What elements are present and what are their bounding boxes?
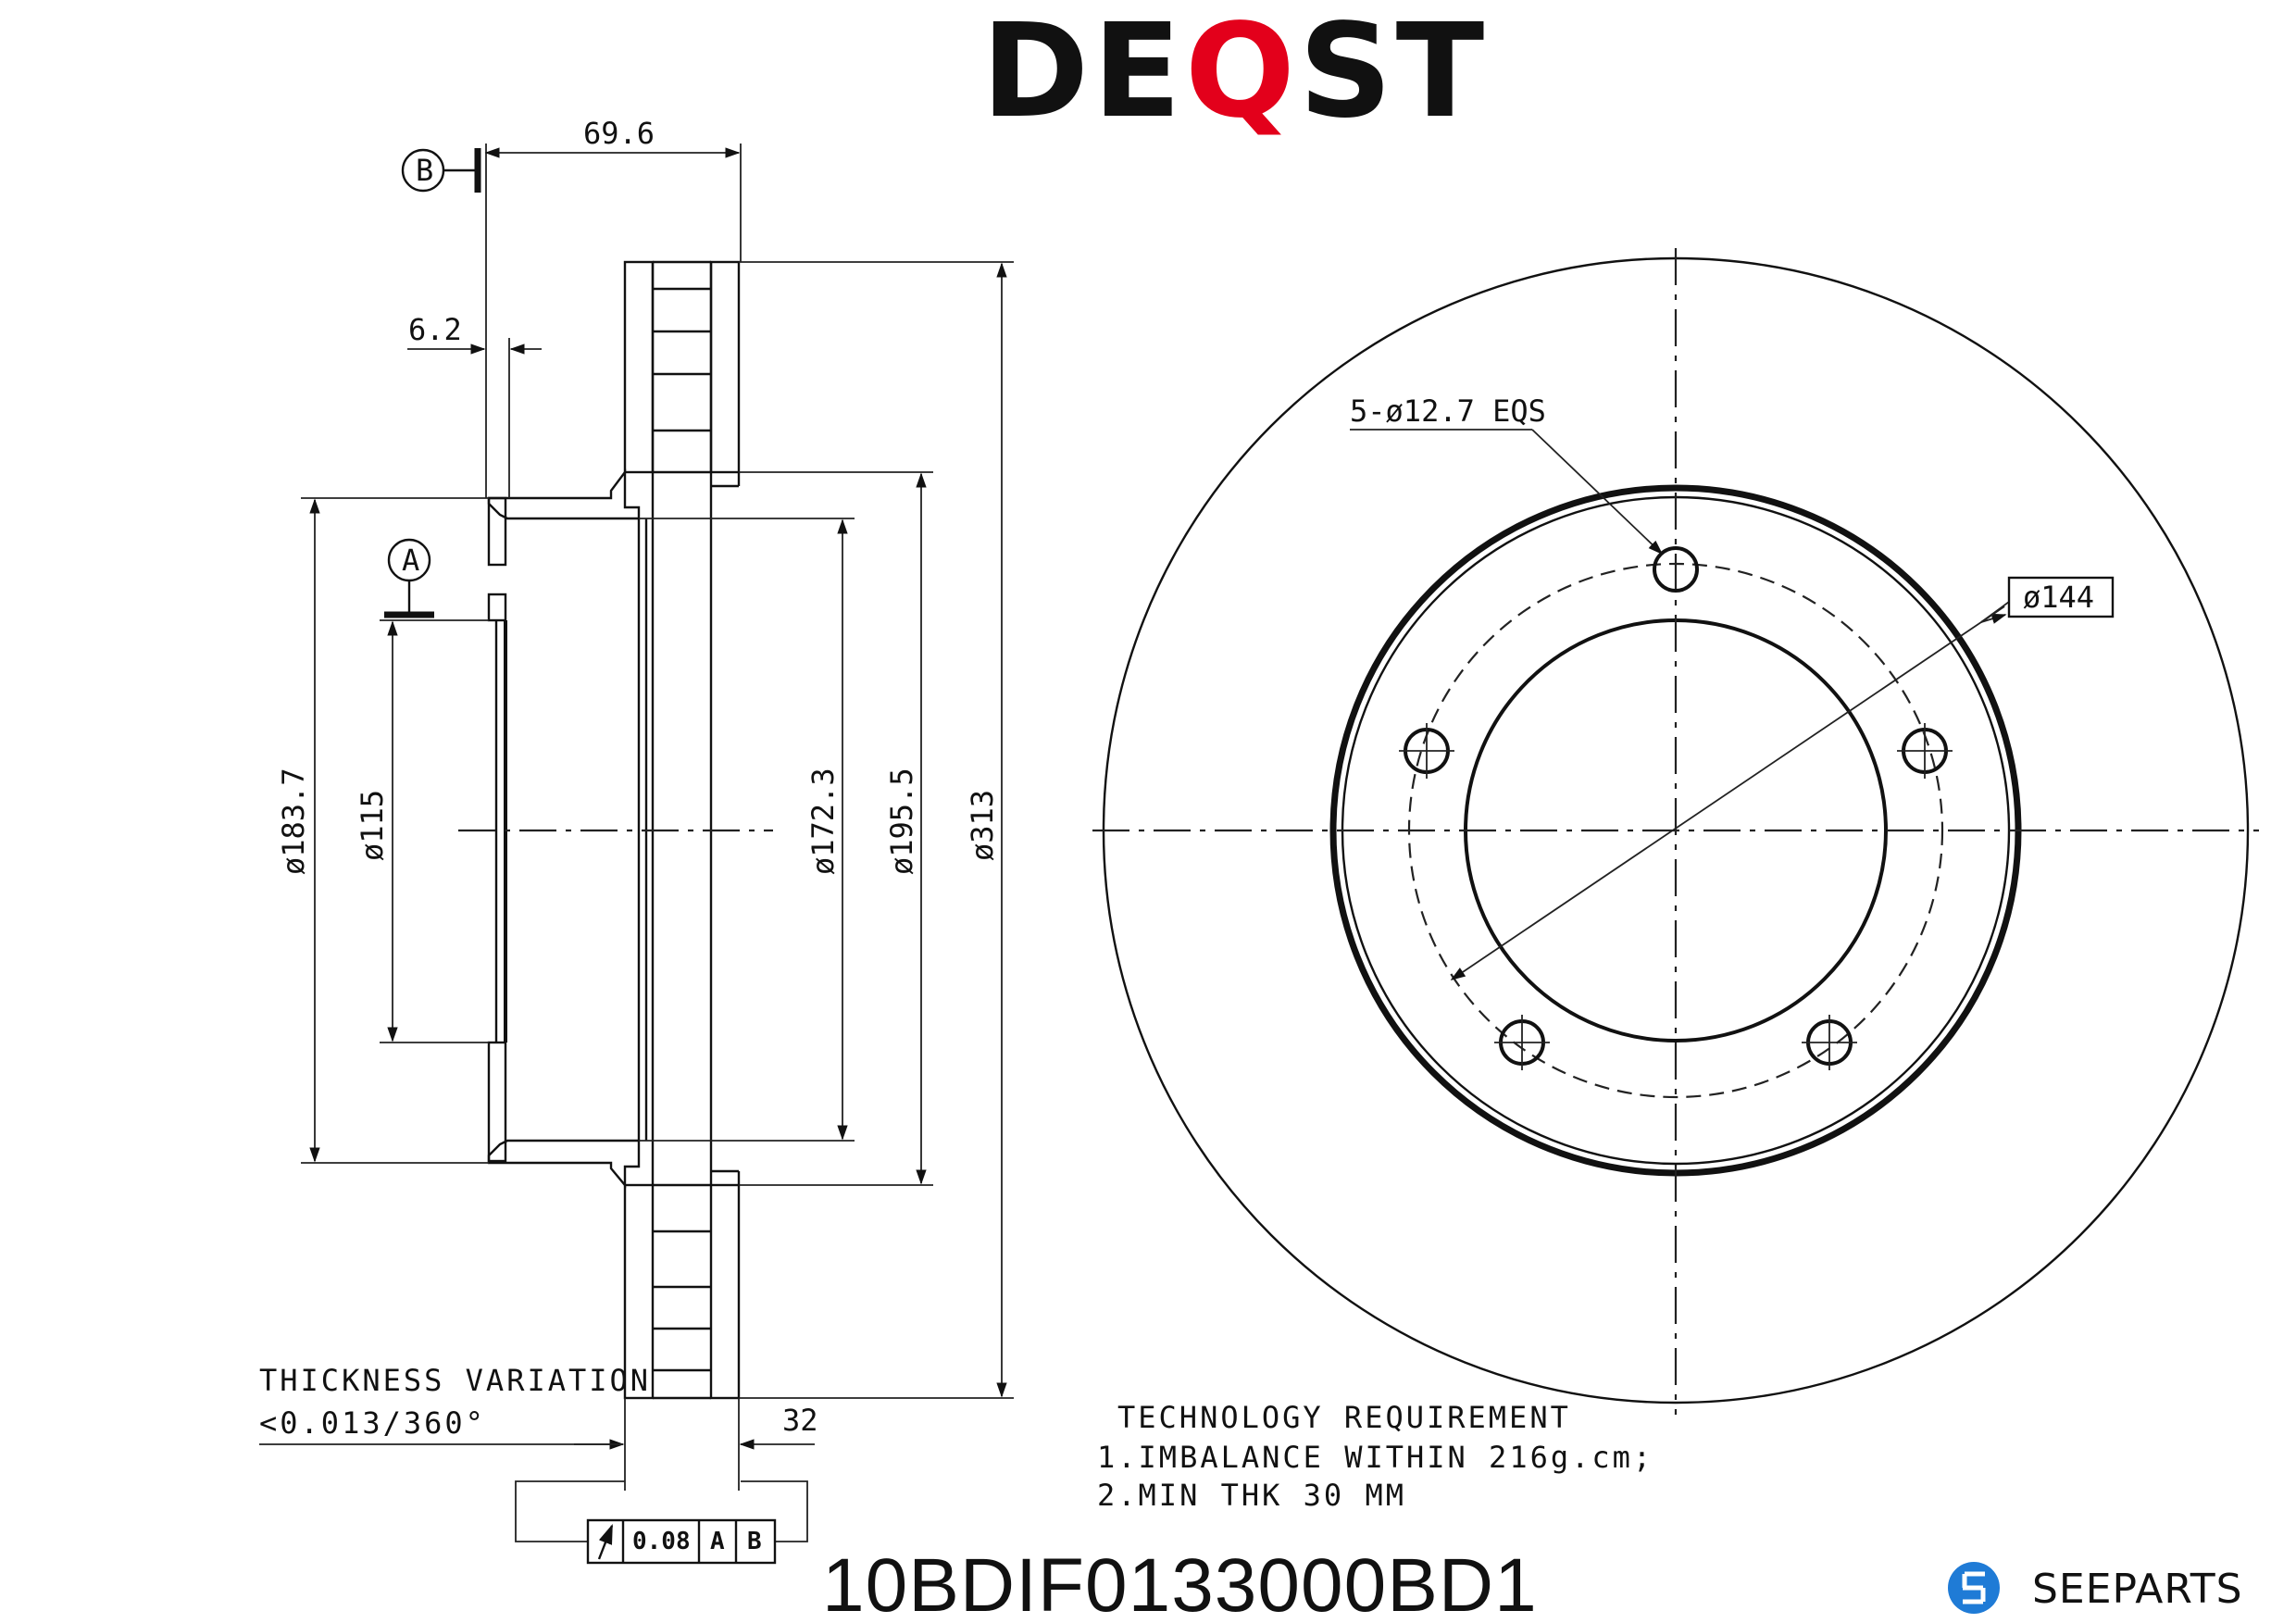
seeparts-logo: SEEPARTS (1948, 1562, 2243, 1614)
section-view: B 69.6 6.2 A ø183.7 ø115 ø172.3 (259, 116, 1014, 1565)
thickness-variation-value: <0.013/360° (259, 1405, 486, 1441)
tolerance-datum-2: B (747, 1528, 762, 1555)
tech-requirement-line1: 1.IMBALANCE WITHIN 216g.cm; (1097, 1440, 1653, 1475)
brand-logo: DEQST (981, 0, 1488, 147)
callout-bolt-holes: 5-ø12.7 EQS (1350, 393, 1546, 429)
hat-wall-upper (487, 496, 507, 567)
svg-text:DEQST: DEQST (981, 0, 1488, 147)
dim-center-bore: ø115 (355, 790, 390, 861)
datum-a-label: A (402, 543, 419, 578)
callout-pcd: ø144 (2023, 580, 2094, 615)
front-view: 5-ø12.7 EQS ø144 (1092, 248, 2259, 1415)
lower-outer-plate (709, 1183, 741, 1400)
tech-requirement-title: TECHNOLOGY REQUIREMENT (1117, 1400, 1571, 1435)
pcd-callout-box (2007, 576, 2115, 618)
hat-wall-datum (487, 593, 507, 622)
dim-hub-offset: 69.6 (583, 116, 655, 151)
lower-vent-vanes (653, 1183, 711, 1400)
dim-hat-thickness: 6.2 (408, 312, 462, 347)
part-number: 10BDIF0133000BD1 (822, 1543, 1538, 1623)
upper-vent-vanes (651, 260, 713, 474)
dim-outer-dia: ø313 (965, 790, 1000, 861)
brand-name-left: DE (981, 0, 1185, 147)
tolerance-frame: 0.08 A B (586, 1518, 777, 1565)
tech-requirement: TECHNOLOGY REQUIREMENT 1.IMBALANCE WITHI… (1097, 1400, 1653, 1513)
runout-icon (597, 1523, 614, 1560)
bolt-hole (1802, 1015, 1857, 1070)
bolt-hole (1653, 546, 1699, 593)
dim-thickness: 32 (782, 1403, 818, 1438)
hat-bottom-flange (487, 1139, 641, 1189)
tech-requirement-line2: 2.MIN THK 30 MM (1097, 1478, 1406, 1513)
tolerance-value: 0.08 (632, 1528, 691, 1555)
dim-inner-rotor-dia: ø172.3 (805, 768, 841, 875)
brand-name-q: Q (1185, 0, 1299, 147)
seeparts-logo-text: SEEPARTS (2032, 1566, 2243, 1613)
dim-hat-dia: ø183.7 (276, 768, 311, 875)
hat-top-flange (487, 468, 641, 520)
tolerance-datum-1: A (710, 1528, 725, 1555)
upper-inner-plate (623, 260, 655, 474)
bolt-hole (1897, 723, 1953, 779)
thickness-variation-label: THICKNESS VARIATION (259, 1363, 651, 1398)
seeparts-logo-icon (1948, 1562, 2000, 1614)
bolt-holes (1399, 546, 1953, 1070)
dim-friction-inner-dia: ø195.5 (884, 768, 919, 875)
bolt-hole (1399, 723, 1454, 779)
datum-b-label: B (416, 153, 433, 188)
bolt-hole (1494, 1015, 1550, 1070)
brand-name-right: ST (1299, 0, 1488, 147)
upper-outer-plate (709, 260, 741, 474)
lower-inner-plate (623, 1183, 655, 1400)
